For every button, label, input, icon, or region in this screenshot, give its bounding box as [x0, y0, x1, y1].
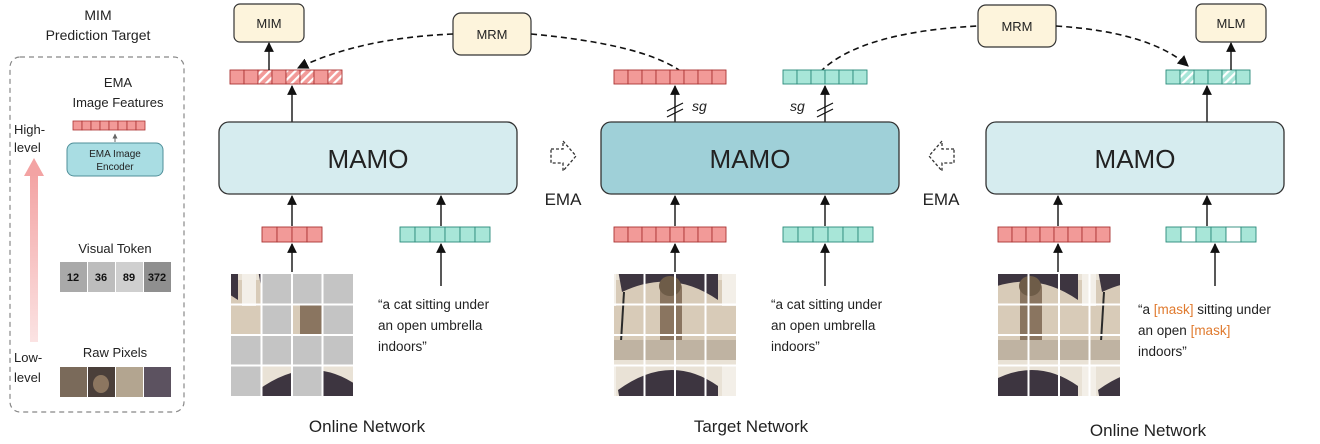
sg-tick-3: [816, 102, 834, 112]
target-caption-line3: indoors”: [771, 339, 820, 354]
encoder-label-line2: Encoder: [96, 162, 134, 173]
left-caption-line3: indoors”: [378, 339, 427, 354]
ema-arrow-right-icon: [928, 139, 955, 173]
target-network-label: Target Network: [694, 417, 809, 436]
left-online-network: MAMO: [218, 42, 518, 436]
head-boxes: MIM MRM MRM MLM: [233, 3, 1267, 56]
ema-image-encoder-box: [66, 142, 164, 177]
right-input-image-tokens: [997, 226, 1111, 243]
target-input-text-tokens: [782, 226, 874, 243]
right-full-image: [998, 274, 1120, 396]
mamo-label-right: MAMO: [1095, 144, 1176, 174]
mim-head-label: MIM: [256, 16, 281, 31]
mim-head-box: [233, 3, 305, 43]
ema-left: EMA: [545, 139, 583, 209]
target-caption-line2: an open umbrella: [771, 318, 876, 333]
visual-token-label: Visual Token: [78, 241, 151, 256]
ema-features-label-line2: Image Features: [72, 95, 164, 110]
target-full-image: [614, 274, 736, 396]
mrm-right-to-text-arrow: [1055, 25, 1189, 67]
panel-title-line2: Prediction Target: [46, 27, 151, 43]
right-caption-line3: indoors”: [1138, 344, 1187, 359]
low-level-label-line1: Low-: [14, 350, 42, 365]
mlm-head-label: MLM: [1217, 16, 1246, 31]
mask-token-1: [mask]: [1154, 302, 1194, 317]
panel-title-line1: MIM: [84, 7, 111, 23]
sg-label-image: sg: [692, 98, 707, 114]
visual-token-3: 89: [123, 272, 135, 284]
ema-label-left: EMA: [545, 190, 583, 209]
level-arrow-shaft: [30, 172, 38, 342]
ema-label-right: EMA: [923, 190, 961, 209]
left-output-image-features: [229, 69, 343, 85]
sg-tick-4: [816, 108, 834, 118]
low-level-label-line2: level: [14, 370, 41, 385]
left-network-label: Online Network: [309, 417, 426, 436]
high-level-label-line1: High-: [14, 122, 45, 137]
target-output-text-features: [782, 69, 868, 85]
encoder-label-line1: EMA Image: [89, 149, 141, 160]
right-online-network: MAMO: [985, 42, 1285, 440]
caption-l1-suffix: sitting under: [1194, 302, 1272, 317]
mrm-right-from-target-line: [819, 25, 979, 73]
sg-label-text: sg: [790, 98, 805, 114]
visual-token-2: 36: [95, 272, 107, 284]
mamo-box-right: [985, 121, 1285, 195]
visual-token-1: 12: [67, 272, 79, 284]
mamo-label-target: MAMO: [710, 144, 791, 174]
mrm-left-to-image-arrow: [296, 33, 454, 69]
right-caption-line2: an open [mask]: [1138, 323, 1230, 338]
mrm-head-label-left: MRM: [476, 27, 507, 42]
right-input-text-tokens-masked: [1165, 226, 1257, 243]
target-network: sg sg MAMO: [600, 69, 900, 436]
left-masked-image: [231, 274, 353, 396]
caption-l2-prefix: an open: [1138, 323, 1191, 338]
sg-tick-2: [666, 108, 684, 118]
left-input-text-tokens: [399, 226, 491, 243]
mim-target-panel: MIM Prediction Target High- level Low- l…: [9, 7, 185, 413]
mamo-label-left: MAMO: [328, 144, 409, 174]
right-caption-line1: “a [mask] sitting under: [1138, 302, 1271, 317]
mamo-box-target: [600, 121, 900, 195]
left-caption-line1: “a cat sitting under: [378, 297, 490, 312]
mrm-head-label-right: MRM: [1001, 19, 1032, 34]
right-output-text-features: [1165, 69, 1251, 85]
level-arrow-head: [24, 158, 44, 176]
visual-token-tiles: 12 36 89 372: [60, 262, 171, 292]
raw-pixel-tiles: [60, 367, 171, 397]
ema-feature-vector: [72, 120, 146, 131]
visual-token-4: 372: [148, 272, 166, 284]
mrm-left-from-target-line: [530, 33, 680, 71]
left-caption-line2: an open umbrella: [378, 318, 483, 333]
mask-token-2: [mask]: [1191, 323, 1231, 338]
caption-l1-prefix: “a: [1138, 302, 1154, 317]
target-input-image-tokens: [613, 226, 727, 243]
mlm-head-box: [1195, 3, 1267, 43]
target-caption-line1: “a cat sitting under: [771, 297, 883, 312]
left-input-image-tokens: [261, 226, 323, 243]
high-level-label-line2: level: [14, 140, 41, 155]
sg-tick-1: [666, 102, 684, 112]
mrm-dashed-arrows: [296, 25, 1189, 73]
ema-right: EMA: [923, 139, 961, 209]
ema-arrow-left-icon: [550, 139, 577, 173]
raw-pixels-label: Raw Pixels: [83, 345, 148, 360]
target-output-image-features: [613, 69, 727, 85]
right-network-label: Online Network: [1090, 421, 1207, 440]
mamo-box-left: [218, 121, 518, 195]
panel-border: [9, 56, 185, 413]
ema-features-label-line1: EMA: [104, 75, 133, 90]
